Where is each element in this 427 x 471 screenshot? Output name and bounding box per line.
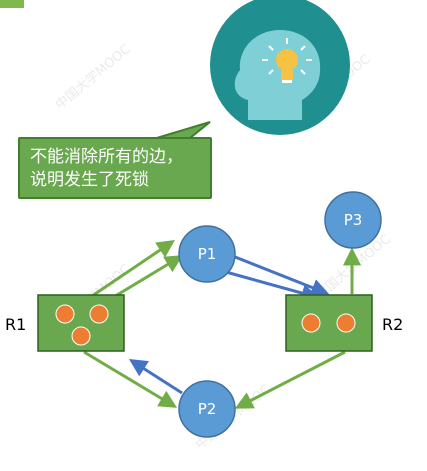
resource-r2 bbox=[285, 294, 373, 352]
edge-p1-to-r2-2 bbox=[225, 270, 320, 302]
process-label-p3: P3 bbox=[344, 211, 363, 229]
edge-r1-to-p1 bbox=[91, 239, 175, 298]
process-p2: P2 bbox=[178, 380, 236, 438]
lightbulb-icon bbox=[262, 38, 312, 83]
resource-instance bbox=[89, 304, 109, 324]
graph-edges bbox=[83, 239, 361, 409]
process-label-p1: P1 bbox=[198, 245, 217, 263]
process-p3: P3 bbox=[324, 191, 382, 249]
idea-head-icon bbox=[210, 0, 350, 135]
resource-instance bbox=[336, 313, 356, 333]
process-p1: P1 bbox=[178, 225, 236, 283]
resource-instance bbox=[55, 304, 75, 324]
process-label-p2: P2 bbox=[198, 400, 217, 418]
edge-r1-to-p2 bbox=[83, 350, 178, 408]
speech-text-line-2: 说明发生了死锁 bbox=[30, 170, 149, 190]
resource-label-r2: R2 bbox=[382, 315, 403, 334]
edge-r2-to-p2 bbox=[234, 350, 346, 409]
edge-p2-to-r1 bbox=[128, 359, 183, 395]
speech-bubble: 不能消除所有的边， 说明发生了死锁 bbox=[18, 137, 212, 199]
resource-label-r1: R1 bbox=[5, 315, 26, 334]
corner-accent bbox=[0, 0, 24, 8]
edge-r1-to-p1-2 bbox=[111, 255, 184, 300]
resource-r1 bbox=[37, 294, 125, 352]
resource-instance bbox=[71, 326, 91, 346]
resource-instance bbox=[301, 313, 321, 333]
watermark: 中国大学MOOC bbox=[52, 41, 133, 113]
speech-text-line-1: 不能消除所有的边， bbox=[30, 147, 183, 167]
